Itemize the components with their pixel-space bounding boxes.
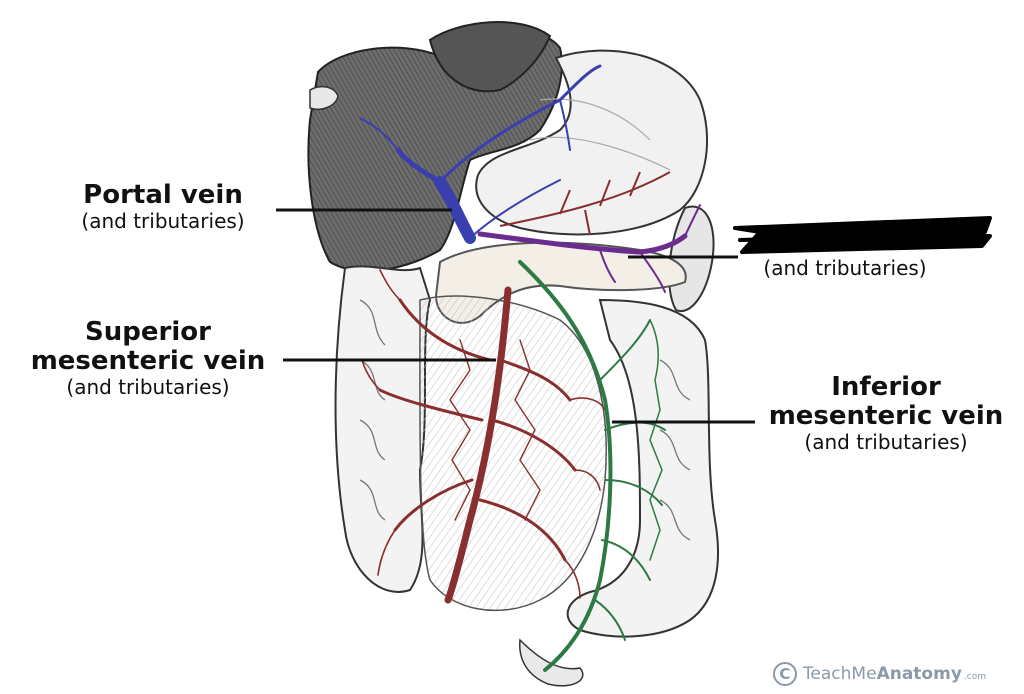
superior-mesenteric-vein-subtitle: (and tributaries) xyxy=(66,375,230,400)
superior-mesenteric-vein xyxy=(361,269,606,604)
redaction-scribble xyxy=(733,216,992,254)
superior-mesenteric-vein-title-line1: Superior xyxy=(85,317,211,347)
superior-mesenteric-vein-title-line2: mesenteric vein xyxy=(30,346,266,377)
portal-vein-subtitle: (and tributaries) xyxy=(81,209,245,234)
stomach xyxy=(475,49,709,236)
superior-mesenteric-vein-label: Superior mesenteric vein (and tributarie… xyxy=(16,317,280,400)
inferior-mesenteric-vein-title-line1: Inferior xyxy=(831,372,941,402)
watermark-prefix: TeachMe xyxy=(802,664,877,684)
leader-lines xyxy=(276,208,755,424)
inferior-mesenteric-vein-subtitle: (and tributaries) xyxy=(804,430,968,455)
portal-vein-title: Portal vein xyxy=(83,180,243,210)
copyright-icon: C xyxy=(772,662,797,686)
portal-vein xyxy=(359,64,602,244)
portal-vein-label: Portal vein (and tributaries) xyxy=(52,180,274,234)
inferior-mesenteric-vein-title-line2: mesenteric vein xyxy=(768,401,1004,432)
watermark-suffix: .com xyxy=(963,672,986,682)
watermark-bold: Anatomy xyxy=(876,664,962,684)
intestines xyxy=(334,265,720,687)
splenic-vein-subtitle: (and tributaries) xyxy=(763,256,927,280)
gastric-veins xyxy=(499,171,671,236)
splenic-vein-label: (and tributaries) xyxy=(740,256,950,280)
inferior-mesenteric-vein-label: Inferior mesenteric vein (and tributarie… xyxy=(762,372,1010,455)
